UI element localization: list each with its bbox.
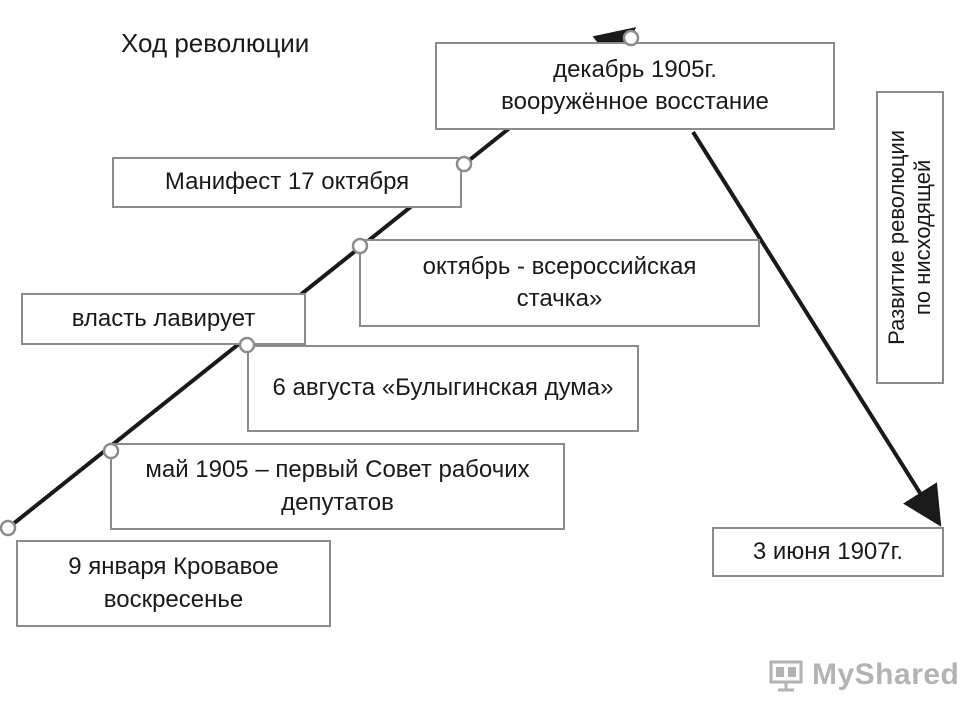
event-bulygin-duma: 6 августа «Булыгинская дума» xyxy=(247,345,639,432)
side-note-box: Развитие революции по нисходящей xyxy=(876,91,944,384)
event-june-1907-label: 3 июня 1907г. xyxy=(752,537,904,565)
event-bloody-sunday: 9 января Кровавое воскресенье xyxy=(16,540,331,627)
event-october-strike-label: октябрь - всероссийская стачка» xyxy=(422,252,697,312)
marker-december-uprising xyxy=(622,29,640,47)
marker-first-soviet xyxy=(102,442,120,460)
watermark-text: MyShared xyxy=(812,658,960,691)
event-december-uprising-label: декабрь 1905г. вооружённое восстание xyxy=(501,55,769,115)
event-authority-maneuvers-label: власть лавирует xyxy=(71,304,256,332)
event-bulygin-duma-label: 6 августа «Булыгинская дума» xyxy=(272,374,614,402)
event-october-manifesto-label: Манифест 17 октября xyxy=(164,168,410,196)
presentation-board-icon xyxy=(769,660,803,692)
event-bloody-sunday-label: 9 января Кровавое воскресенье xyxy=(68,553,279,613)
event-october-manifesto: Манифест 17 октября xyxy=(112,157,462,208)
marker-october-manifesto xyxy=(455,155,473,173)
event-first-soviet: май 1905 – первый Совет рабочих депутато… xyxy=(110,443,565,530)
event-october-strike: октябрь - всероссийская стачка» xyxy=(359,239,760,327)
event-first-soviet-label: май 1905 – первый Совет рабочих депутато… xyxy=(145,456,530,516)
event-june-1907: 3 июня 1907г. xyxy=(712,527,944,577)
marker-bloody-sunday xyxy=(0,519,17,537)
marker-bulygin-duma xyxy=(238,336,256,354)
decline-arrow xyxy=(691,130,942,527)
marker-october-strike xyxy=(351,237,369,255)
event-authority-maneuvers: власть лавирует xyxy=(21,293,306,345)
diagram-title: Ход революции xyxy=(121,28,310,58)
watermark: MyShared xyxy=(768,655,959,695)
